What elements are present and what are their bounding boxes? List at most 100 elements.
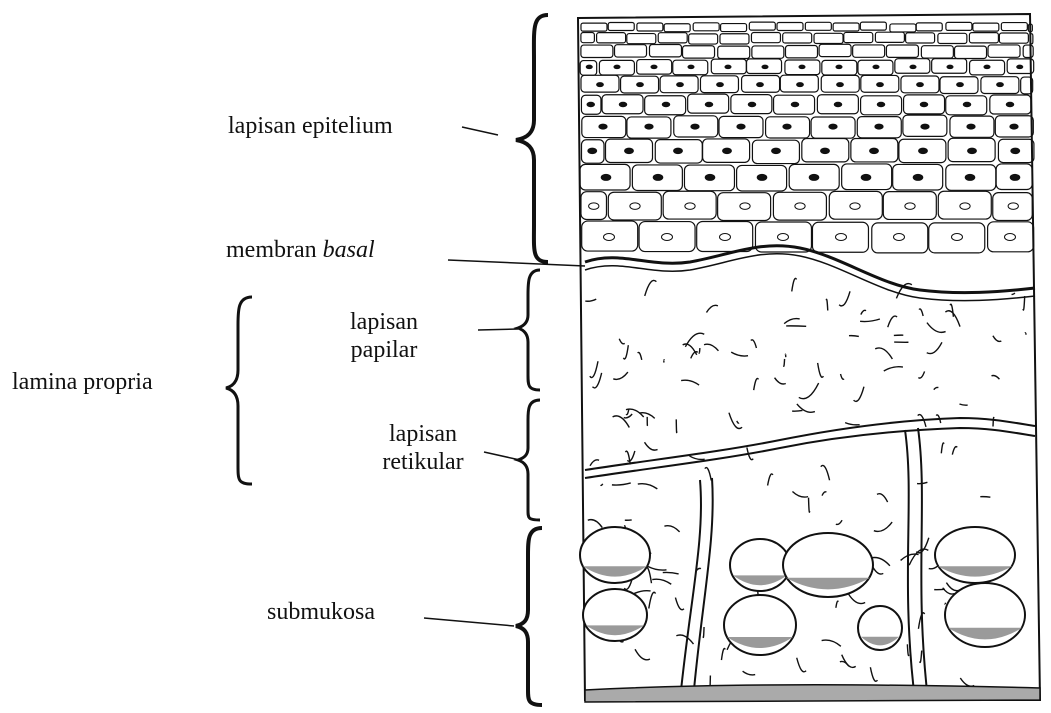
- epithelial-cell: [581, 45, 613, 57]
- fiber-stroke: [681, 380, 699, 385]
- fiber-stroke: [768, 474, 773, 486]
- cell-nucleus: [875, 124, 883, 129]
- cell-nucleus: [737, 124, 745, 129]
- epithelial-cell: [875, 32, 904, 42]
- cell-nucleus: [645, 124, 653, 129]
- fiber-stroke: [821, 465, 830, 480]
- cell-nucleus: [1010, 124, 1018, 129]
- fiber-stroke: [588, 520, 602, 528]
- cell-nucleus: [651, 65, 657, 69]
- vertical-vessel-right: [905, 428, 928, 700]
- cell-nucleus: [795, 203, 805, 210]
- fiber-stroke: [731, 352, 748, 356]
- cell-nucleus: [921, 124, 929, 129]
- epithelial-cell: [608, 22, 634, 30]
- cell-nucleus: [821, 148, 830, 154]
- cell-nucleus: [757, 83, 764, 87]
- cell-nucleus: [963, 102, 971, 107]
- fiber-stroke: [623, 345, 628, 359]
- fiber-stroke: [743, 671, 756, 675]
- fiber-stroke: [822, 640, 841, 646]
- fiber-stroke: [663, 572, 679, 574]
- fiber-stroke: [613, 372, 628, 379]
- fiber-stroke: [860, 319, 880, 322]
- cell-nucleus: [762, 65, 768, 69]
- epithelial-cell: [955, 46, 987, 58]
- fiber-stroke: [600, 484, 602, 486]
- cell-nucleus: [834, 102, 842, 107]
- fiber-stroke: [754, 378, 759, 390]
- horizontal-vessel: [585, 418, 1035, 470]
- fiber-stroke: [888, 316, 897, 327]
- cell-nucleus: [965, 174, 975, 180]
- fiber-stroke: [836, 520, 842, 524]
- bracket-lamina-propria: [226, 297, 252, 484]
- fiber-stroke: [638, 484, 658, 489]
- fiber-stroke: [706, 305, 717, 312]
- cell-nucleus: [836, 65, 842, 69]
- cell-nucleus: [688, 65, 694, 69]
- epithelial-cell: [639, 222, 695, 252]
- epithelial-cell: [844, 32, 873, 42]
- cell-nucleus: [705, 102, 713, 107]
- cell-nucleus: [850, 203, 860, 210]
- fiber-stroke: [918, 371, 924, 378]
- epithelium-cells: [580, 22, 1034, 253]
- fiber-stroke: [907, 644, 908, 655]
- epithelial-cell: [720, 34, 749, 44]
- cell-nucleus: [791, 102, 799, 107]
- fiber-stroke: [845, 423, 859, 425]
- epithelial-cell: [1030, 34, 1033, 44]
- fiber-stroke: [638, 352, 642, 359]
- fiber-stroke: [676, 635, 693, 644]
- fiber-stroke: [645, 567, 651, 583]
- epithelial-cell: [819, 44, 851, 56]
- fiber-stroke: [797, 658, 806, 672]
- epithelial-cell: [1023, 45, 1033, 57]
- label-retikular-line2: retikular: [368, 448, 478, 476]
- fiber-stroke: [645, 442, 658, 450]
- epithelial-cell: [693, 23, 719, 31]
- cell-nucleus: [873, 65, 879, 69]
- fiber-stroke: [916, 538, 928, 553]
- cell-nucleus: [917, 83, 924, 87]
- bracket-retikular: [518, 400, 540, 520]
- cell-nucleus: [588, 148, 597, 154]
- fiber-stroke: [909, 549, 928, 565]
- epithelial-cell: [988, 45, 1020, 57]
- fiber-stroke: [775, 378, 786, 384]
- cell-nucleus: [913, 174, 923, 180]
- bracket-epitelium: [516, 15, 548, 262]
- cell-nucleus: [723, 148, 732, 154]
- cell-nucleus: [894, 234, 905, 241]
- fiber-stroke: [941, 443, 944, 453]
- epithelial-cell: [783, 33, 812, 43]
- epithelial-cell: [853, 45, 885, 57]
- fiber-stroke: [818, 363, 824, 377]
- cell-nucleus: [599, 124, 607, 129]
- epithelial-cell: [999, 33, 1028, 43]
- fiber-stroke: [927, 342, 942, 353]
- fiber-stroke: [645, 280, 657, 296]
- cell-nucleus: [725, 65, 731, 69]
- fiber-stroke: [585, 299, 596, 301]
- fiber-stroke: [792, 410, 802, 411]
- fiber-stroke: [676, 419, 677, 432]
- cell-nucleus: [910, 65, 916, 69]
- fiber-stroke: [648, 566, 666, 570]
- epithelial-cell: [883, 192, 936, 220]
- epithelial-cell: [777, 22, 803, 30]
- fiber-stroke: [927, 323, 946, 333]
- cell-nucleus: [799, 65, 805, 69]
- fiber-stroke: [992, 376, 1000, 380]
- cell-nucleus: [597, 83, 604, 87]
- epithelial-cell: [929, 223, 985, 253]
- epithelial-cell: [988, 222, 1034, 252]
- epithelial-cell: [637, 23, 663, 31]
- fiber-stroke: [799, 383, 819, 399]
- epithelial-cell: [597, 33, 626, 43]
- cell-nucleus: [870, 148, 879, 154]
- epithelial-cell: [814, 33, 843, 43]
- cell-nucleus: [984, 65, 990, 69]
- fiber-stroke: [704, 344, 718, 351]
